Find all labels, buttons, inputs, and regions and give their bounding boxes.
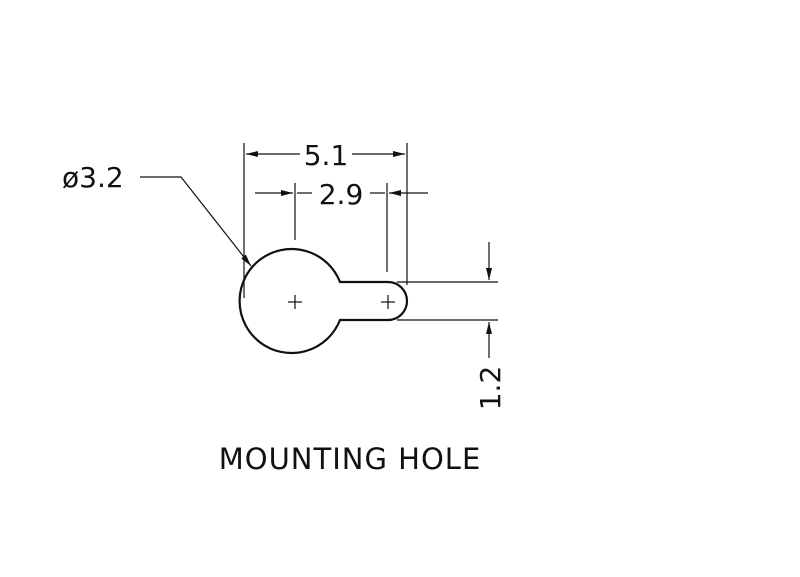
dimension-label-1-2: 1.2 [474,366,507,411]
dimension-label-2-9: 2.9 [319,178,364,211]
center-mark-large [288,295,302,309]
dimension-label-diameter: ø3.2 [62,161,124,194]
dimension-slot-width: 1.2 [397,242,507,410]
keyhole-outline [238,247,409,355]
drawing-title: MOUNTING HOLE [219,442,482,476]
dimension-overall-length: 5.1 [243,139,408,298]
dimension-center-distance: 2.9 [255,178,428,272]
dimension-hole-diameter: ø3.2 [62,161,252,267]
center-mark-small [381,295,395,309]
dimension-label-5-1: 5.1 [304,139,349,172]
